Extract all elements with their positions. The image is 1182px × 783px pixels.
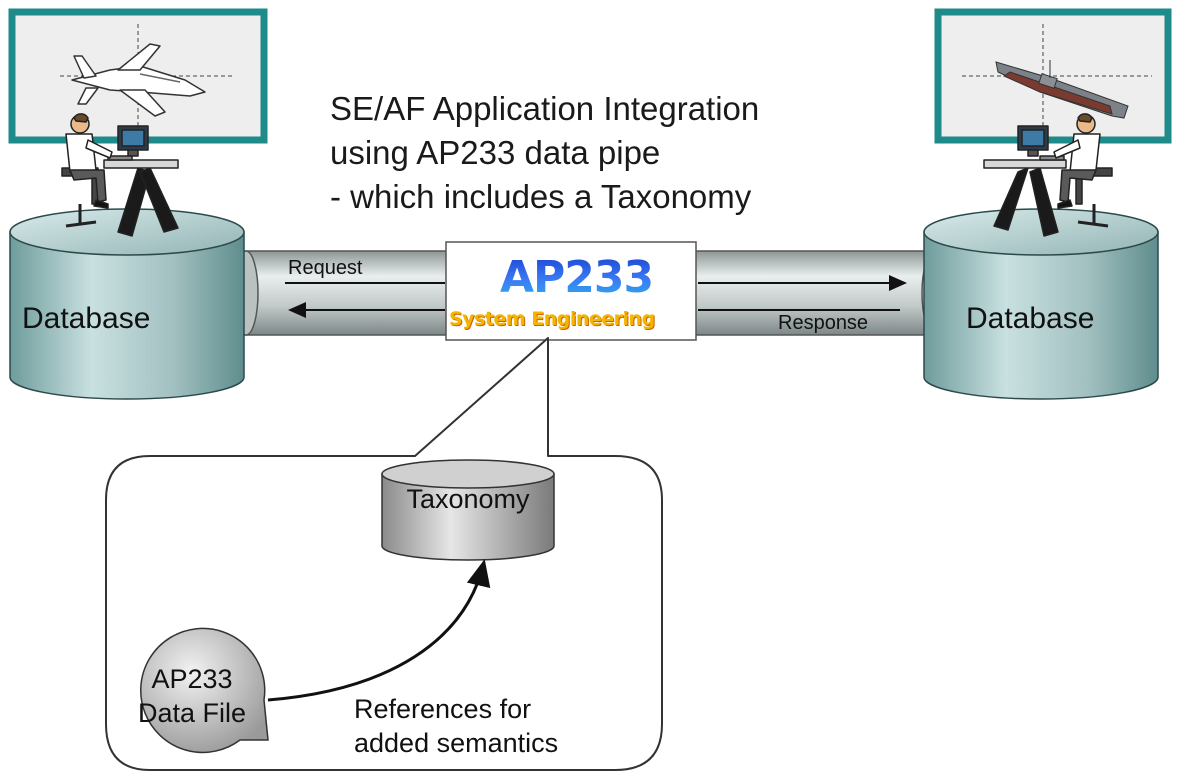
right-database-cylinder [923, 208, 1159, 400]
title-line-2: using AP233 data pipe [330, 134, 661, 171]
references-note-line-1: References for [354, 694, 532, 724]
response-label: Response [778, 312, 869, 334]
left-operator-workstation-icon [61, 113, 179, 237]
ap233-logo-box [445, 241, 697, 341]
request-label: Request [288, 257, 363, 279]
right-display-screen [934, 8, 1172, 144]
taxonomy-label: Taxonomy [406, 484, 530, 514]
fighter-jet-icon [71, 43, 206, 117]
left-database-cylinder [9, 208, 245, 400]
references-note-line-2: added semantics [354, 728, 559, 758]
data-file-label-line-1: AP233 [151, 664, 233, 694]
data-file-label-line-2: Data File [137, 698, 247, 728]
taxonomy-cylinder [381, 459, 555, 561]
reference-arrow [267, 559, 491, 702]
right-operator-workstation-icon [983, 113, 1113, 237]
logo-ap233: AP233 [500, 252, 654, 303]
title-line-3: - which includes a Taxonomy [330, 178, 752, 215]
logo-system-engineering: System Engineering [449, 308, 655, 330]
title-line-1: SE/AF Application Integration [330, 90, 760, 127]
data-file-shape [140, 627, 269, 754]
right-database-label: Database [966, 302, 1095, 335]
left-database-label: Database [22, 302, 151, 335]
warship-icon [995, 60, 1129, 119]
logo-ap233-text: AP233 [500, 252, 654, 303]
